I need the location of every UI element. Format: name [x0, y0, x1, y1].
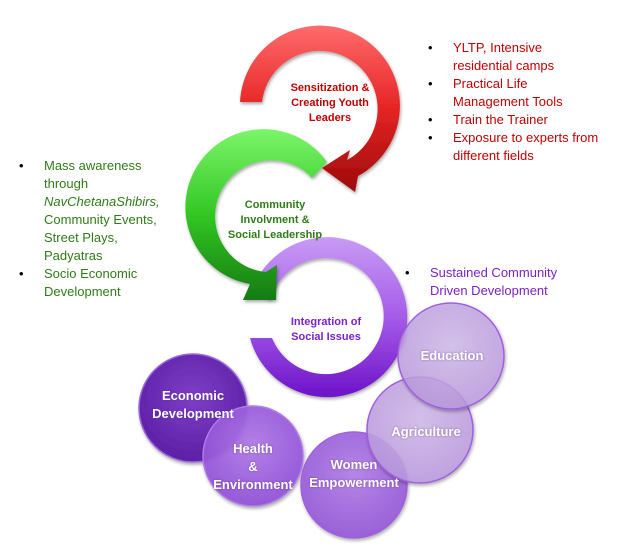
sensitization-label: Sensitization & Creating Youth Leaders — [270, 81, 390, 126]
bullet-item: Train the Trainer — [425, 111, 598, 129]
economic-development-label: Economic Development — [143, 387, 243, 423]
health-environment-label: Health & Environment — [203, 440, 303, 494]
health-environment-circle — [202, 405, 304, 507]
circle-label-line: Empowerment — [309, 475, 399, 490]
sensitization-label-line: Leaders — [308, 112, 352, 124]
community-bullet-list: Mass awareness through NavChetanaShibirs… — [16, 157, 160, 301]
community-label-line: Involvment & — [240, 214, 310, 226]
sensitization-label-line: Creating Youth — [291, 97, 369, 109]
education-circle — [397, 302, 505, 410]
circle-label-line: & — [248, 459, 258, 474]
issue-circles — [138, 302, 505, 539]
circle-label-line: Development — [152, 406, 234, 421]
integration-ring — [250, 237, 408, 398]
circle-label-line: Women — [330, 457, 378, 472]
circle-label-line: Economic — [161, 388, 225, 403]
community-label-line: Social Leadership — [227, 229, 323, 241]
education-label: Education — [400, 347, 504, 365]
integration-label: Integration of Social Issues — [266, 315, 386, 345]
integration-label-line: Social Issues — [291, 331, 361, 343]
circle-label-line: Health — [233, 441, 273, 456]
community-label: Community Involvment & Social Leadership — [215, 198, 335, 243]
bullet-item: Mass awareness through NavChetanaShibirs… — [16, 157, 160, 265]
agriculture-label: Agriculture — [364, 423, 488, 441]
women-empowerment-label: Women Empowerment — [300, 456, 408, 492]
circle-label-line: Agriculture — [391, 424, 461, 439]
integration-label-line: Integration of — [290, 316, 362, 328]
circle-label-line: Environment — [213, 477, 293, 492]
community-label-line: Community — [244, 199, 306, 211]
community-ring — [185, 129, 327, 300]
circle-label-line: Education — [420, 348, 484, 363]
sensitization-label-line: Sensitization & — [290, 82, 370, 94]
